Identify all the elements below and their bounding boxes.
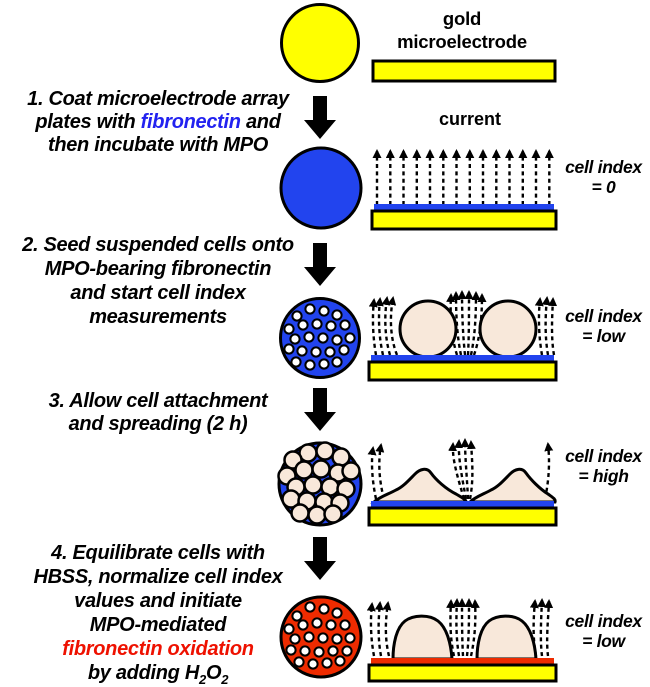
cell-index-label-step1: cell index = 0 [565, 157, 642, 197]
spread-cell [370, 467, 468, 504]
electrode-diagram-step1 [370, 149, 558, 231]
oxidized-fibronectin-layer [371, 658, 554, 665]
step1-text: 1. Coat microelectrode array plates with… [0, 88, 316, 157]
current-label: current [438, 109, 501, 129]
step2-line2: MPO-bearing fibronectin [44, 258, 272, 280]
step4-line3: values and initiate [74, 590, 242, 612]
electrode-bar [367, 360, 558, 382]
fibronectin-oxidation-highlight: fibronectin oxidation [62, 638, 254, 660]
step3-line1: 3. Allow cell attachment [48, 390, 268, 412]
current-arrows-increased [366, 598, 554, 657]
step4-line6: by adding H2O2 [87, 662, 229, 687]
electrode-bar [370, 209, 558, 231]
spread-cell [466, 467, 557, 504]
gold-electrode-bar [371, 59, 557, 83]
electrode-diagram-step4 [366, 598, 558, 683]
step2-text: 2. Seed suspended cells onto MPO-bearing… [0, 233, 316, 329]
fibronectin-layer [374, 204, 554, 211]
step1-line2: plates with fibronectin and [35, 111, 281, 133]
down-arrow-4-icon [304, 537, 336, 580]
well-cells-spread [277, 441, 363, 527]
step2-line4: measurements [89, 306, 227, 328]
step4-line4: MPO-mediated [89, 614, 227, 636]
cell-index-label-step4: cell index = low [565, 611, 642, 651]
step1-line1: 1. Coat microelectrode array [27, 88, 289, 110]
well-fibronectin-blue [279, 146, 363, 230]
current-arrows-uniform [372, 149, 554, 205]
down-arrow-2-icon [304, 243, 336, 286]
step1-line3: then incubate with MPO [47, 134, 269, 156]
fibronectin-highlight: fibronectin [140, 111, 241, 133]
round-cell [478, 299, 538, 359]
step3-line2: and spreading (2 h) [68, 413, 248, 435]
electrode-diagram-step3 [367, 438, 558, 527]
step2-line3: and start cell index [70, 282, 246, 304]
electrode-diagram-step2 [367, 290, 558, 382]
dome-cell [391, 614, 454, 661]
step4-line2: HBSS, normalize cell index [33, 566, 283, 588]
cell-index-label-step3: cell index = high [565, 446, 642, 486]
well-empty-yellow [280, 3, 360, 83]
step2-line1: 2. Seed suspended cells onto [22, 234, 294, 256]
fibronectin-layer [371, 355, 554, 362]
down-arrow-3-icon [304, 388, 336, 431]
well-cells-seeded [279, 297, 361, 379]
fibronectin-layer [371, 501, 554, 508]
electrode-bar [367, 506, 558, 527]
electrode-bar [367, 663, 558, 683]
step4-text: 4. Equilibrate cells with HBSS, normaliz… [0, 541, 316, 687]
round-cell [398, 299, 458, 359]
cell-index-label-step2: cell index = low [565, 306, 642, 346]
step3-text: 3. Allow cell attachment and spreading (… [0, 390, 316, 436]
dome-cell [475, 614, 538, 661]
current-arrows-sparse [367, 438, 554, 500]
gold-microelectrode-label: gold microelectrode [397, 8, 527, 52]
step4-line1: 4. Equilibrate cells with [51, 542, 265, 564]
well-cells-oxidized [279, 595, 363, 679]
down-arrow-1-icon [304, 96, 336, 139]
